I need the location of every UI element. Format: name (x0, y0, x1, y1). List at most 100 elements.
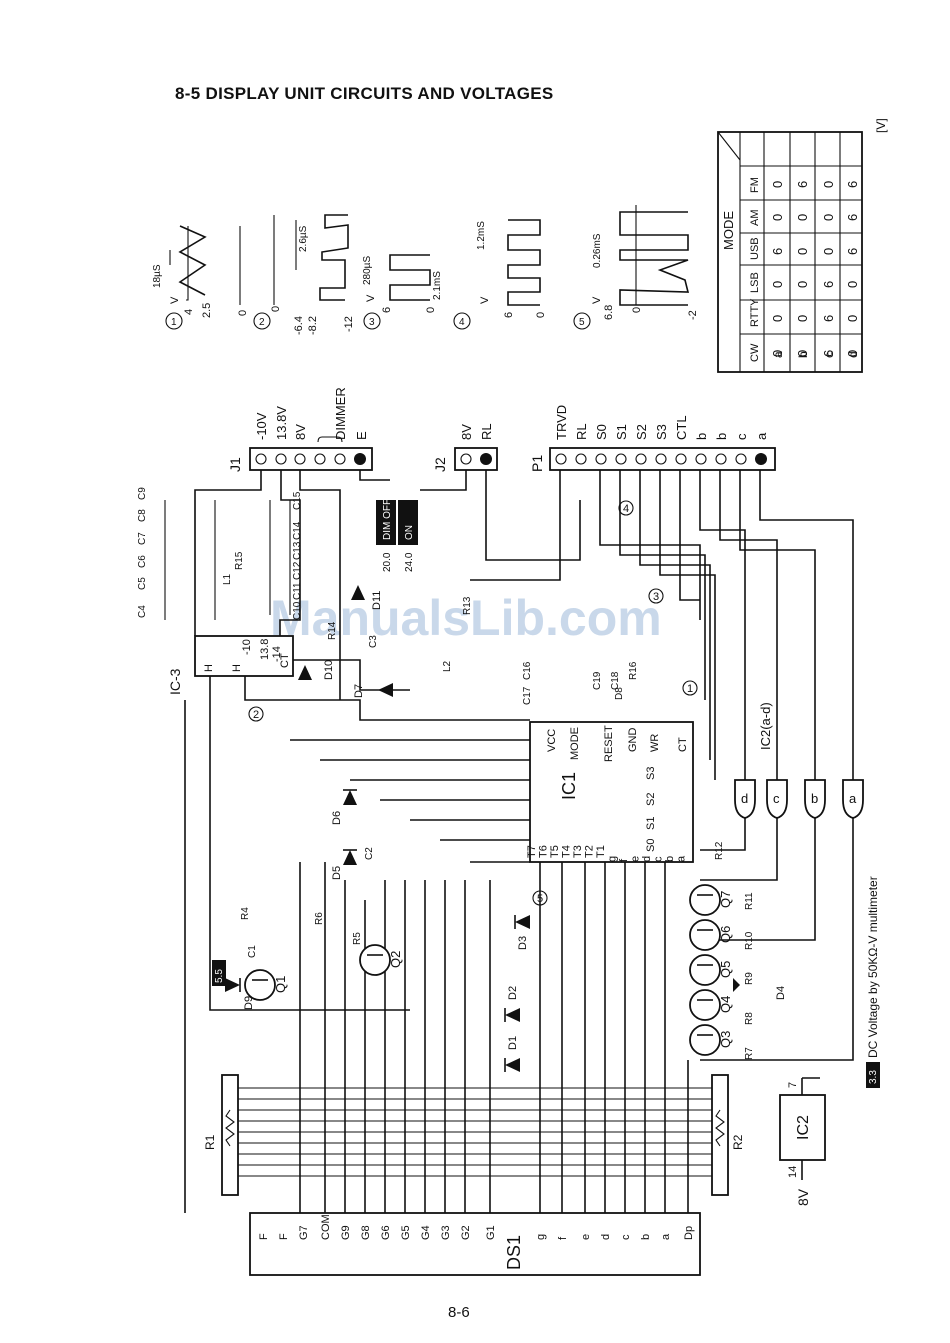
svg-text:3: 3 (369, 317, 375, 328)
svg-text:8V: 8V (795, 1188, 811, 1206)
component-l2: L2 (442, 660, 453, 672)
ic1-pin-label: e (630, 856, 642, 862)
resistor-network-r2: R2 (711, 1074, 745, 1196)
svg-text:D6: D6 (331, 811, 343, 825)
svg-text:5: 5 (579, 317, 585, 328)
ds1-pin-label: G6 (380, 1225, 392, 1240)
component-c3: C3 (368, 635, 379, 648)
transistor-label: Q5 (718, 961, 733, 978)
p1-pin (615, 453, 627, 465)
mode-cell: 0 (795, 214, 810, 221)
component-d8: D8 (614, 687, 625, 700)
svg-text:0: 0 (270, 306, 282, 312)
svg-text:IC2(a-d): IC2(a-d) (758, 702, 773, 750)
waveform-3: 3 V 6 0 280µS 2.1mS (362, 254, 443, 330)
mode-cell: 0 (821, 181, 836, 188)
transistor-label: Q6 (718, 926, 733, 943)
p1-pin (575, 453, 587, 465)
waveform-2: 2 0 -6.4 -8.2 -12 2.6µS (253, 214, 355, 335)
mode-row-a: a (771, 351, 785, 358)
component-c14: C14 (292, 521, 303, 540)
mode-cell: 0 (795, 350, 810, 357)
waveform-1: 1 V 4 2.5 0 18µS (152, 225, 249, 330)
component-c16: C16 (522, 661, 533, 680)
svg-text:D10: D10 (323, 660, 335, 680)
component-r9: R9 (744, 972, 755, 985)
p1-pin (735, 453, 747, 465)
mode-cell: 0 (770, 281, 785, 288)
diodes: D1 D2 D3 D4 D5 D6 D7 D9 D10 D11 (225, 585, 787, 1072)
ds1-pin-label: F (278, 1233, 290, 1240)
ic1-pin-label: T5 (549, 845, 561, 858)
component-r11: R11 (744, 892, 755, 910)
mode-cell: 6 (821, 350, 836, 357)
svg-text:4: 4 (623, 503, 629, 515)
svg-text:2.1mS: 2.1mS (432, 271, 443, 300)
mode-cell: 0 (770, 350, 785, 357)
svg-text:V: V (365, 294, 377, 302)
svg-text:S3: S3 (645, 767, 657, 780)
component-r14: R14 (327, 621, 338, 640)
svg-text:24.0: 24.0 (404, 552, 415, 572)
component-r5: R5 (352, 932, 363, 945)
svg-text:DC Voltage by 50KΩ-V multimete: DC Voltage by 50KΩ-V multimeter (866, 876, 880, 1058)
mode-column-lsb: LSB (749, 272, 761, 293)
ds1-pin-label: a (660, 1233, 672, 1240)
mode-column-rtty: RTTY (749, 298, 761, 327)
component-r12: R12 (714, 841, 725, 860)
svg-text:D5: D5 (331, 866, 343, 880)
svg-text:D4: D4 (775, 986, 787, 1000)
page-title: 8-5 DISPLAY UNIT CIRCUITS AND VOLTAGES (175, 84, 554, 103)
svg-text:V: V (479, 296, 491, 304)
mode-cell: 0 (795, 281, 810, 288)
svg-text:3: 3 (653, 591, 659, 603)
ds1-pin-label: G8 (360, 1225, 372, 1240)
svg-text:D2: D2 (507, 986, 519, 1000)
p1-pin-label: CTL (674, 415, 689, 440)
svg-text:0: 0 (425, 307, 437, 313)
svg-text:4: 4 (459, 317, 465, 328)
transistor-label: Q2 (388, 951, 403, 968)
mode-cell: 6 (845, 248, 860, 255)
component-c4: C4 (137, 605, 148, 618)
mode-column-cw: CW (749, 343, 761, 362)
ic1-pin-label: T7 (526, 845, 538, 858)
svg-text:a: a (849, 791, 857, 806)
svg-text:-8.2: -8.2 (307, 316, 319, 335)
svg-text:5: 5 (537, 893, 543, 905)
wiring (164, 470, 854, 1213)
component-labels: R4R5R6R7R8R9R10R11R12R13R14R15R16C1C2C3C… (137, 487, 755, 1060)
transistor-q6 (689, 919, 721, 951)
p1-pin-label: S2 (634, 424, 649, 440)
p1-pin-label: S1 (614, 424, 629, 440)
mode-row-b: b (796, 351, 810, 358)
p1-pin (655, 453, 667, 465)
svg-text:c: c (773, 791, 780, 806)
mode-cell: 0 (821, 214, 836, 221)
ds1-pin-label: G7 (298, 1225, 310, 1240)
p1-pin-label: a (754, 432, 769, 440)
mode-cell: 6 (795, 181, 810, 188)
connector-j2: J2 8V RL (432, 423, 498, 472)
ds1-pin-label: g (535, 1234, 547, 1240)
mode-cell: 0 (795, 248, 810, 255)
svg-text:-14: -14 (271, 646, 283, 662)
connector-j1: J1 -10V 13.8V 8V DIMMER E (227, 387, 373, 472)
ic2-supply: IC2 7 14 8V (779, 1077, 826, 1206)
ic1-pin-label: T1 (595, 845, 607, 858)
ic1-pin-label: T4 (561, 845, 573, 858)
svg-text:-10V: -10V (254, 412, 269, 440)
mode-cell: 0 (770, 181, 785, 188)
component-l1: L1 (222, 573, 233, 585)
component-c5: C5 (137, 577, 148, 590)
p1-pin (695, 453, 707, 465)
ds1-pin-label: COM (320, 1214, 332, 1240)
resistor-network-r1: R1 (203, 1074, 239, 1196)
svg-text:D1: D1 (507, 1036, 519, 1050)
component-r4: R4 (240, 907, 251, 920)
svg-text:0.26mS: 0.26mS (592, 233, 603, 268)
mode-cell: 0 (821, 248, 836, 255)
